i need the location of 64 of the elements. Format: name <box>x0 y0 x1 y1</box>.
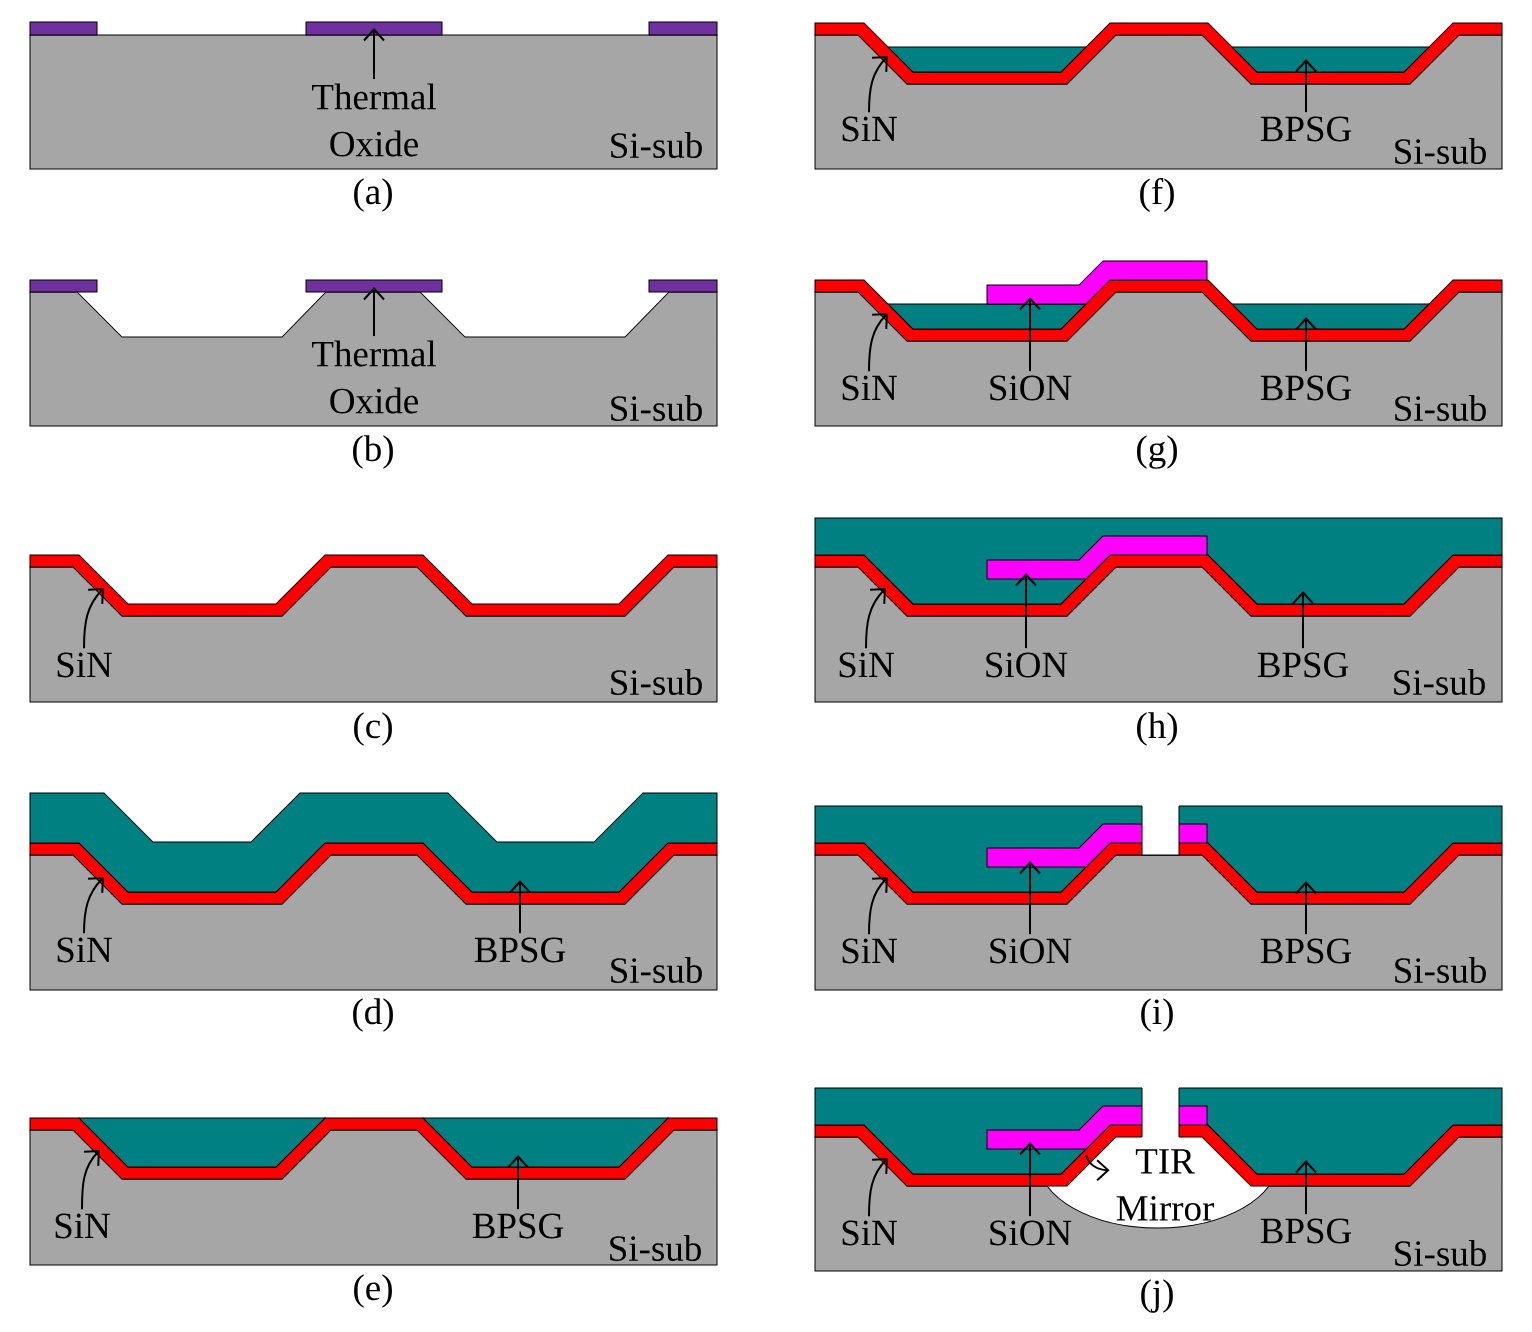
layer-label: BPSG <box>1260 116 1352 142</box>
layer-label: BPSG <box>472 1213 564 1239</box>
layer-label: SiON <box>986 652 1068 678</box>
layer-label: SiON <box>990 1220 1072 1246</box>
leader-arrow <box>363 28 385 81</box>
leader-arrow <box>83 587 104 650</box>
layer-label: Si-sub <box>611 131 702 158</box>
layer-label: TIR Mirror <box>1116 1149 1214 1221</box>
layer-label: Thermal Oxide <box>312 83 436 157</box>
leader-arrow <box>507 1155 529 1211</box>
leader-arrow <box>868 312 888 373</box>
panel-caption: (g) <box>1137 435 1177 469</box>
panel-caption: (b) <box>353 435 393 469</box>
layer-label: BPSG <box>1257 652 1349 678</box>
layer-label: SiON <box>990 938 1072 964</box>
leader-arrow <box>1292 591 1314 650</box>
layer-label: SiN <box>57 652 112 678</box>
leader-arrow <box>868 876 888 936</box>
layer-label: BPSG <box>1260 938 1352 964</box>
leader-arrow <box>868 55 888 114</box>
layer-label: Si-sub <box>610 1234 701 1261</box>
leader-arrow <box>363 287 385 338</box>
leader-arrow <box>1295 1160 1317 1216</box>
leader-arrow <box>1019 296 1041 373</box>
leader-arrow <box>81 1149 100 1211</box>
layer-label: SiN <box>839 652 894 678</box>
layer-label: Si-sub <box>1395 394 1486 421</box>
layer-label: SiN <box>842 1220 897 1246</box>
layer-label: Si-sub <box>1394 668 1485 695</box>
leader-arrow <box>1019 1142 1041 1218</box>
panel-caption: (d) <box>353 998 393 1032</box>
leader-arrow <box>865 587 886 650</box>
panel-caption: (c) <box>354 712 392 746</box>
layer-label: SiN <box>842 116 897 142</box>
layer-label: SiN <box>55 1213 110 1239</box>
panel-caption: (e) <box>354 1274 392 1308</box>
panel-caption: (i) <box>1141 998 1173 1032</box>
leader-arrow <box>1295 317 1317 373</box>
leader-arrow <box>83 876 104 935</box>
layer-label: Si-sub <box>1395 137 1486 164</box>
layer-label: Si-sub <box>611 956 702 983</box>
layer-label: Si-sub <box>1395 1239 1486 1266</box>
layer-label: Si-sub <box>611 394 702 421</box>
panel-caption: (a) <box>354 178 392 212</box>
leader-arrow <box>868 1158 888 1218</box>
leader-arrow <box>1015 573 1037 650</box>
layer-label: BPSG <box>1260 375 1352 401</box>
layer-label: SiON <box>990 375 1072 401</box>
layer-label: Si-sub <box>1395 956 1486 983</box>
panel-caption: (h) <box>1137 712 1177 746</box>
panel-caption: (f) <box>1140 178 1174 212</box>
leader-arrow <box>1295 59 1317 114</box>
leader-arrow <box>1295 881 1317 936</box>
layer-label: BPSG <box>1260 1218 1352 1244</box>
layer-label: SiN <box>842 938 897 964</box>
layer-label: SiN <box>57 937 112 963</box>
layer-label: Si-sub <box>611 668 702 695</box>
layer-label: Thermal Oxide <box>312 340 436 414</box>
leader-arrow <box>1019 861 1041 936</box>
layer-label: BPSG <box>474 937 566 963</box>
panel-caption: (j) <box>1141 1279 1173 1313</box>
layer-label: SiN <box>842 375 897 401</box>
leader-arrow <box>1085 1154 1110 1182</box>
leader-arrow <box>509 880 531 935</box>
